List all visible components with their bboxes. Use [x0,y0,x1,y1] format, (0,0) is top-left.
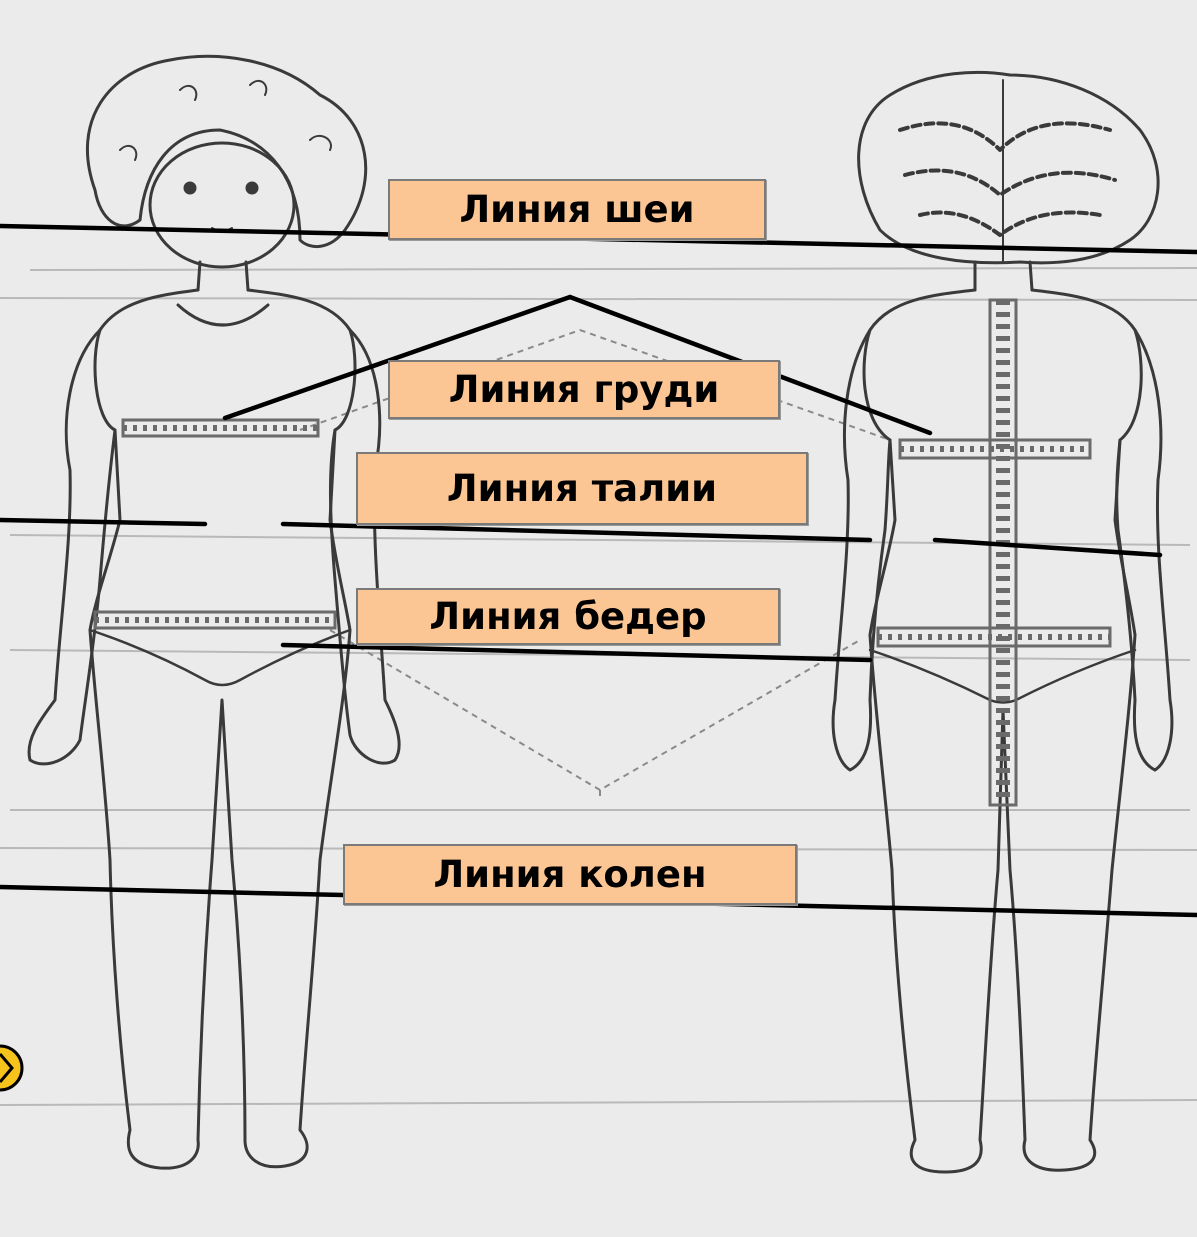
back-legs [870,635,1135,1172]
neck-line-label: Линия шеи [388,179,766,240]
back-torso [864,290,1141,635]
front-face [150,143,294,267]
front-torso [90,290,355,630]
back-right-arm [1117,330,1172,770]
front-hair [87,56,365,246]
knees-line-label: Линия колен [343,844,797,905]
front-legs [90,630,350,1168]
back-tapes [878,300,1110,805]
hips-line-label: Линия бедер [356,588,780,645]
back-view-figure [833,72,1172,1172]
chest-line-label: Линия груди [388,360,780,419]
waist-line-right [935,540,1160,555]
back-left-arm [833,330,890,770]
back-hair [859,72,1158,262]
front-left-arm [29,330,115,764]
nav-badge-icon [0,1046,22,1090]
waist-line-left [0,520,205,524]
waist-line-label: Линия талии [356,452,808,525]
